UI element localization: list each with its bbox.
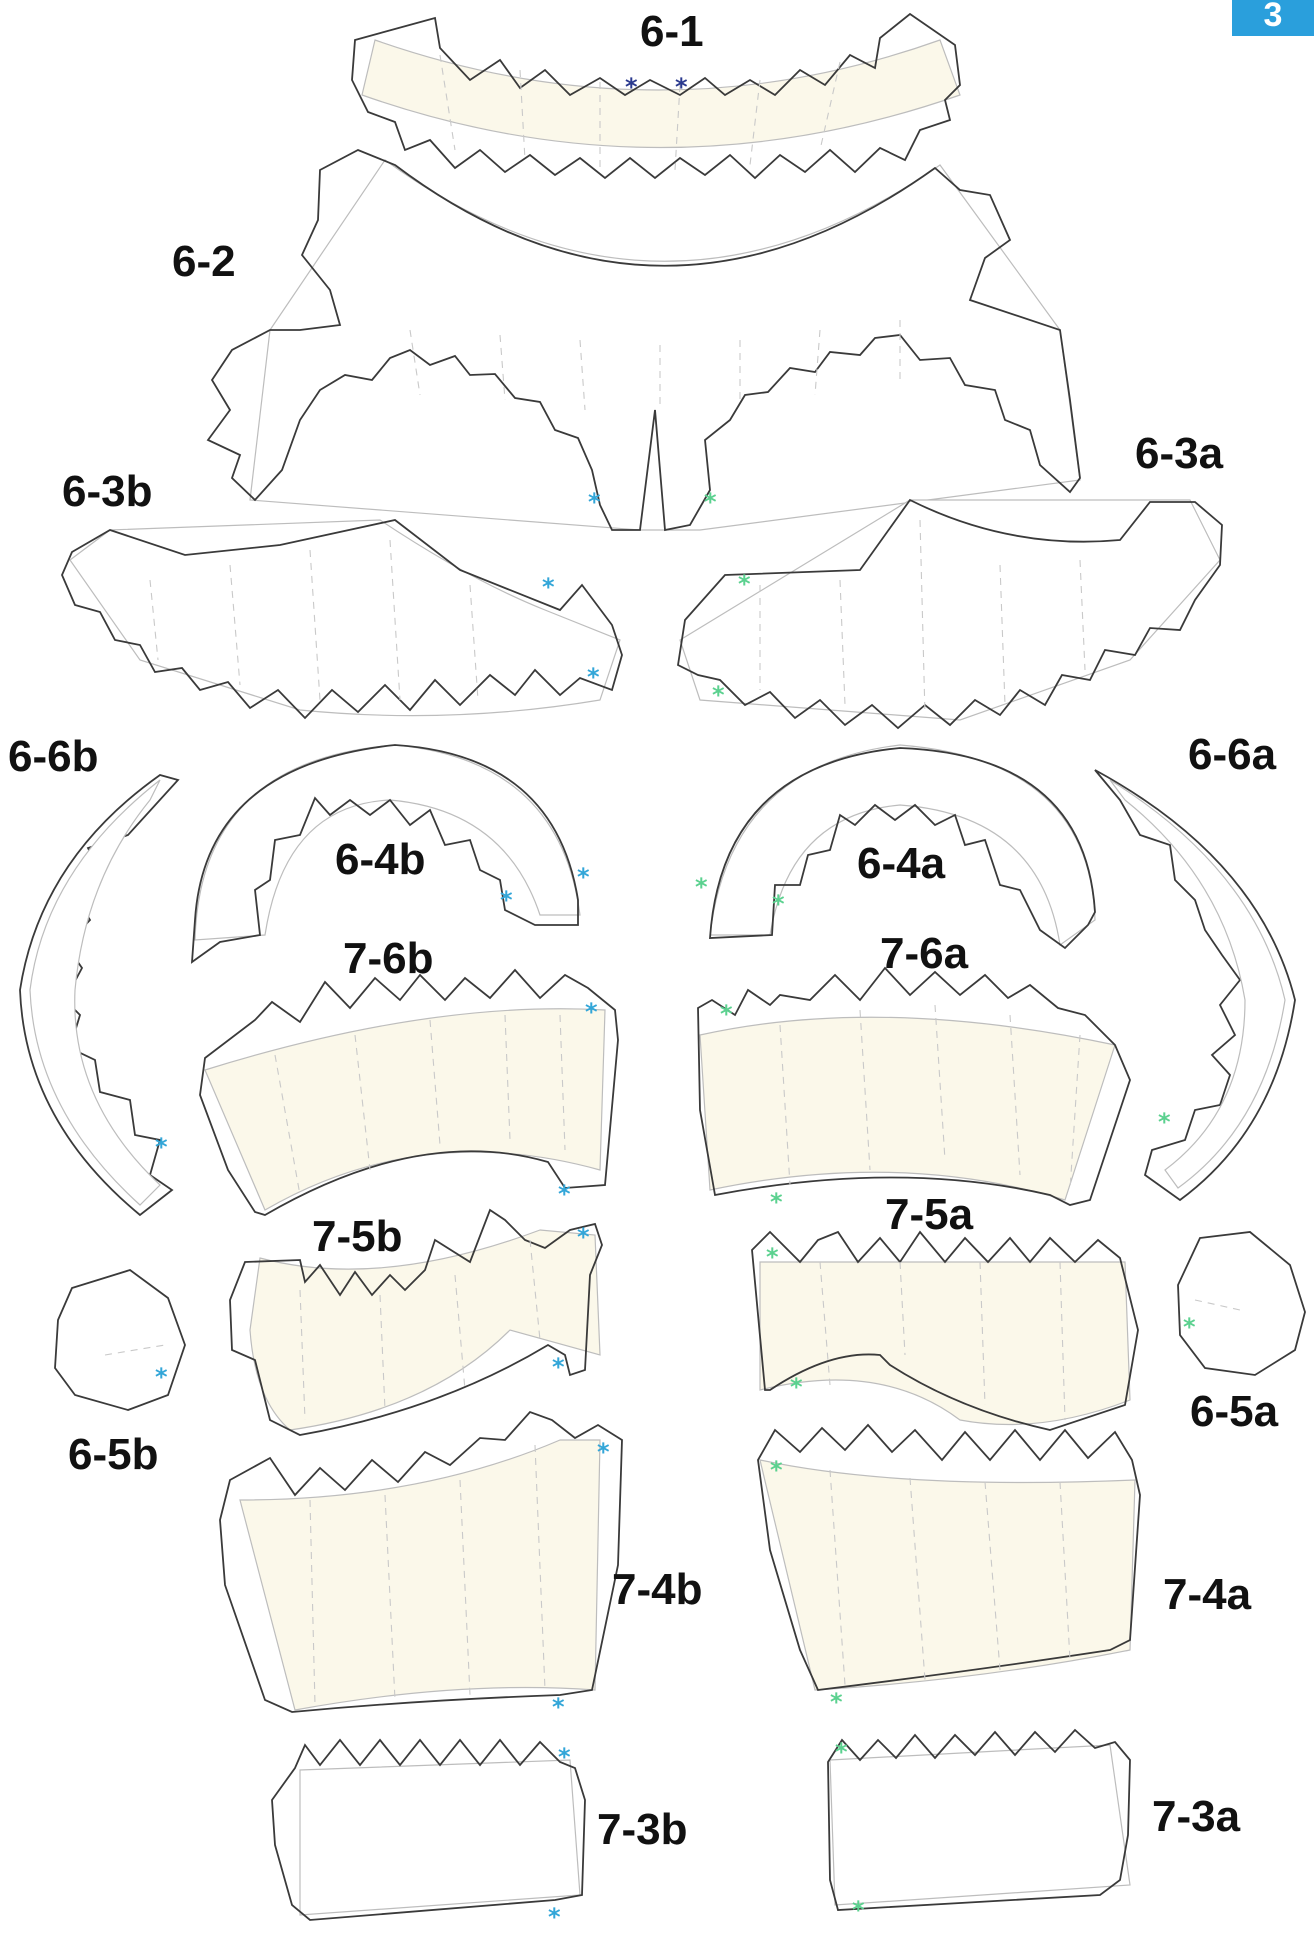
marker-star: * bbox=[704, 488, 717, 516]
marker-star: * bbox=[577, 863, 590, 891]
piece-6-5b bbox=[54, 1269, 186, 1411]
marker-star: * bbox=[588, 488, 601, 516]
piece-7-4a bbox=[757, 1423, 1141, 1691]
marker-star: * bbox=[1158, 1108, 1171, 1136]
marker-star: * bbox=[766, 1243, 779, 1271]
label-7-6b: 7-6b bbox=[343, 934, 434, 983]
label-7-4b: 7-4b bbox=[612, 1565, 703, 1614]
piece-6-6b bbox=[19, 774, 180, 1217]
marker-star: * bbox=[587, 663, 600, 691]
marker-star: * bbox=[542, 573, 555, 601]
marker-star: * bbox=[597, 1438, 610, 1466]
marker-star: * bbox=[625, 73, 638, 101]
piece-7-5a bbox=[751, 1230, 1139, 1431]
marker-star: * bbox=[548, 1903, 561, 1928]
piece-6-1 bbox=[351, 12, 961, 180]
label-7-3a: 7-3a bbox=[1152, 1792, 1241, 1841]
marker-star: * bbox=[738, 570, 751, 598]
piece-7-6b bbox=[199, 968, 619, 1216]
piece-7-3a bbox=[827, 1728, 1131, 1911]
piece-6-3a bbox=[677, 498, 1223, 730]
label-6-6a: 6-6a bbox=[1188, 730, 1277, 779]
marker-star: * bbox=[790, 1373, 803, 1401]
label-6-1: 6-1 bbox=[640, 7, 704, 56]
piece-7-6a bbox=[697, 966, 1131, 1206]
piece-7-3b bbox=[271, 1738, 586, 1921]
piece-6-3b bbox=[61, 519, 623, 720]
marker-star: * bbox=[835, 1738, 848, 1766]
marker-star: * bbox=[155, 1133, 168, 1161]
marker-star: * bbox=[1183, 1313, 1196, 1341]
label-7-5b: 7-5b bbox=[312, 1212, 403, 1261]
label-7-5a: 7-5a bbox=[885, 1190, 974, 1239]
label-7-6a: 7-6a bbox=[880, 929, 969, 978]
marker-star: * bbox=[712, 681, 725, 709]
piece-6-2 bbox=[206, 149, 1081, 532]
label-7-4a: 7-4a bbox=[1163, 1570, 1252, 1619]
label-6-4a: 6-4a bbox=[857, 839, 946, 888]
marker-star: * bbox=[552, 1693, 565, 1721]
marker-star: * bbox=[558, 1743, 571, 1771]
label-6-5b: 6-5b bbox=[68, 1430, 159, 1479]
piece-6-4b bbox=[190, 744, 581, 964]
label-6-3a: 6-3a bbox=[1135, 429, 1224, 478]
marker-star: * bbox=[695, 873, 708, 901]
marker-star: * bbox=[577, 1223, 590, 1251]
label-7-3b: 7-3b bbox=[597, 1805, 688, 1854]
marker-star: * bbox=[155, 1363, 168, 1391]
piece-6-5a bbox=[1177, 1231, 1306, 1376]
page-number-badge: 3 bbox=[1232, 0, 1314, 36]
piece-6-4a bbox=[709, 744, 1096, 950]
piece-7-5b bbox=[229, 1208, 603, 1436]
label-6-6b: 6-6b bbox=[8, 732, 99, 781]
label-6-5a: 6-5a bbox=[1190, 1387, 1279, 1436]
alignment-markers: * * * * * * * * * * * * * * * * * * * * … bbox=[155, 73, 1196, 1931]
marker-star: * bbox=[770, 1456, 783, 1484]
marker-star: * bbox=[500, 886, 513, 914]
marker-star: * bbox=[830, 1688, 843, 1716]
marker-star: * bbox=[585, 998, 598, 1026]
marker-star: * bbox=[558, 1180, 571, 1208]
marker-star: * bbox=[772, 890, 785, 918]
piece-6-6a bbox=[1094, 769, 1296, 1202]
label-6-4b: 6-4b bbox=[335, 835, 426, 884]
marker-star: * bbox=[720, 1000, 733, 1028]
marker-star: * bbox=[675, 73, 688, 101]
label-6-3b: 6-3b bbox=[62, 467, 153, 516]
marker-star: * bbox=[552, 1353, 565, 1381]
marker-star: * bbox=[852, 1896, 865, 1924]
piece-7-4b bbox=[219, 1410, 623, 1713]
marker-star: * bbox=[770, 1188, 783, 1216]
label-6-2: 6-2 bbox=[172, 237, 236, 286]
